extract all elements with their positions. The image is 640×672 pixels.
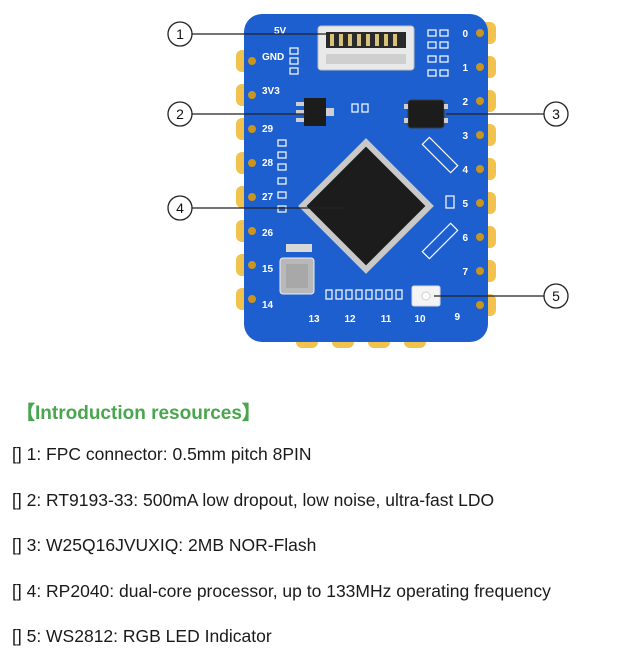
callouts	[167, 21, 569, 309]
pin-label-left-28: 28	[262, 158, 274, 169]
passive-components	[277, 29, 455, 300]
spec-item-led: [] 5: WS2812: RGB LED Indicator	[12, 626, 272, 646]
pin-label-right-6: 6	[462, 233, 468, 244]
fpc-connector	[317, 25, 415, 71]
callout-2-circle	[167, 101, 193, 127]
pin-label-right-1: 1	[462, 63, 468, 74]
callout-3-number: 3	[552, 106, 560, 122]
pin-label-5v: 5V	[274, 26, 287, 37]
callout-5-number: 5	[552, 288, 560, 304]
pin-label-right-5: 5	[462, 199, 468, 210]
pin-label-bottom-11: 11	[381, 314, 392, 325]
pin-label-right-7: 7	[462, 267, 468, 278]
ldo-regulator	[296, 98, 334, 126]
pin-label-left-15: 15	[262, 264, 274, 275]
pin-label-right-9: 9	[454, 312, 460, 323]
resistor-arrays	[421, 136, 459, 260]
spec-item-rp2040: [] 4: RP2040: dual-core processor, up to…	[12, 580, 551, 601]
callout-4-number: 4	[176, 200, 184, 216]
callout-1-circle	[167, 21, 193, 47]
pin-label-bottom-13: 13	[308, 314, 320, 325]
pin-label-right-0: 0	[462, 29, 468, 40]
pin-label-left-14: 14	[262, 300, 274, 311]
pin-label-left-29: 29	[262, 124, 274, 135]
pin-label-right-2: 2	[462, 97, 468, 108]
pin-label-left-26: 26	[262, 228, 274, 239]
section-title: 【Introduction resources】	[16, 403, 261, 424]
pin-label-left-gnd: GND	[262, 52, 284, 63]
pin-label-bottom-12: 12	[344, 314, 356, 325]
pin-label-bottom-10: 10	[414, 314, 426, 325]
callout-1-number: 1	[176, 26, 184, 42]
crystal	[279, 244, 315, 295]
callout-5-circle	[543, 283, 569, 309]
pin-label-right-3: 3	[462, 131, 468, 142]
spec-item-ldo: [] 2: RT9193-33: 500mA low dropout, low …	[12, 489, 495, 510]
callout-2-number: 2	[176, 106, 184, 122]
pin-label-left-27: 27	[262, 192, 274, 203]
pin-label-right-4: 4	[462, 165, 468, 176]
callout-4-circle	[167, 195, 193, 221]
pin-label-left-3v3: 3V3	[262, 86, 280, 97]
spec-list: [] 1: FPC connector: 0.5mm pitch 8PIN []…	[12, 444, 551, 672]
callout-3-circle	[543, 101, 569, 127]
spec-item-flash: [] 3: W25Q16JVUXIQ: 2MB NOR-Flash	[12, 535, 317, 555]
spec-item-fpc: [] 1: FPC connector: 0.5mm pitch 8PIN	[12, 444, 312, 464]
flash-chip	[404, 99, 448, 129]
